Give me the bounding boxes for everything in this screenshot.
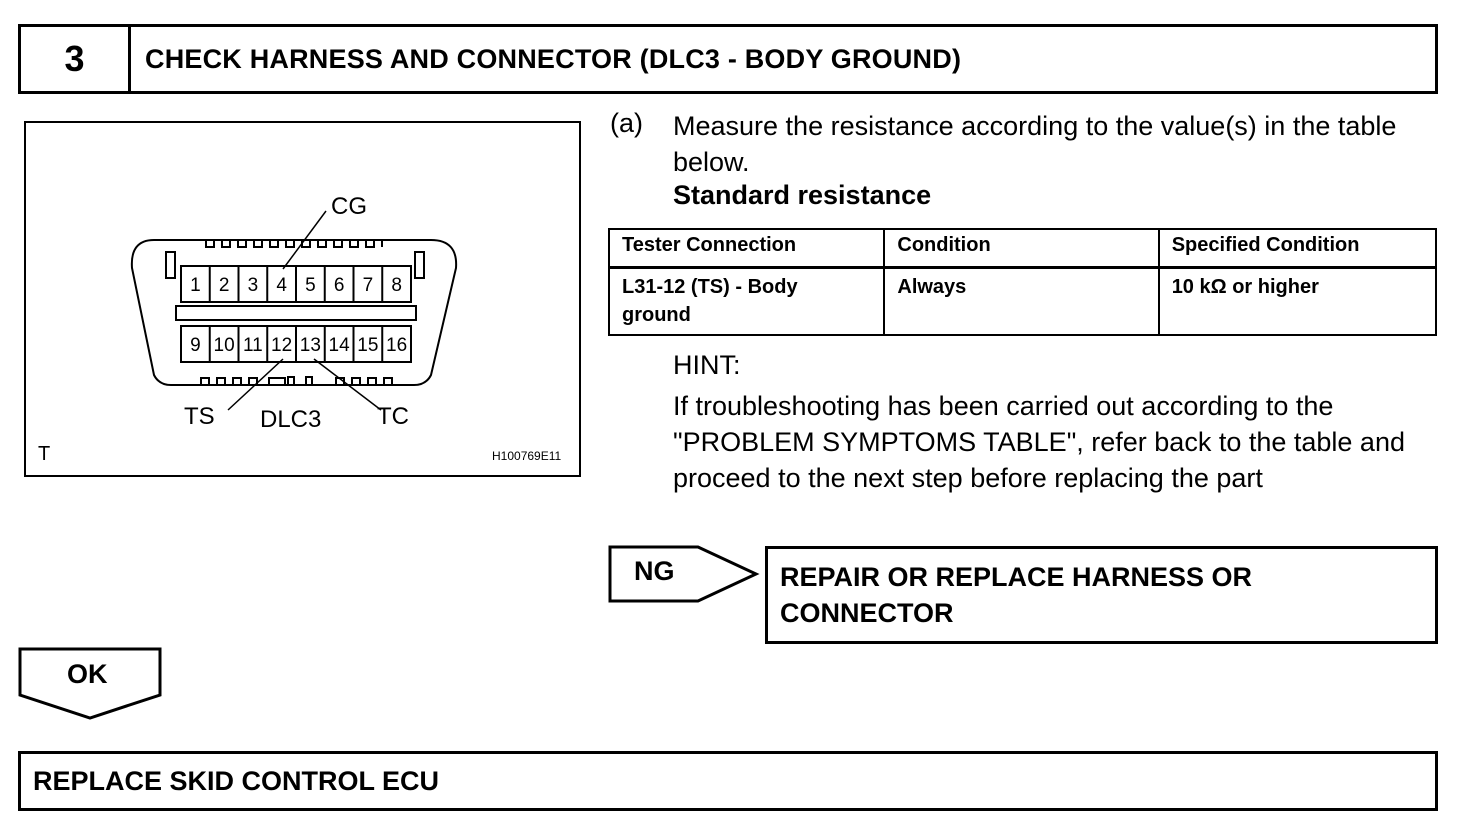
- figure-code: H100769E11: [492, 449, 562, 463]
- hint-title: HINT:: [673, 350, 741, 380]
- pin-label: 15: [357, 335, 378, 356]
- ok-arrow-icon: [18, 647, 162, 720]
- left-latch: [165, 251, 176, 279]
- pin-label: 5: [305, 275, 316, 296]
- resistance-table: Tester Connection Condition Specified Co…: [607, 228, 1438, 336]
- standard-resistance-heading: Standard resistance: [673, 180, 932, 210]
- step-label-a: (a): [610, 108, 643, 138]
- step-number: 3: [21, 27, 131, 91]
- tc-label: TC: [377, 403, 409, 430]
- pin-label: 10: [214, 335, 235, 356]
- pin-label: 3: [248, 275, 259, 296]
- ng-action-box: REPAIR OR REPLACE HARNESS OR CONNECTOR: [765, 546, 1438, 644]
- table-header-row: Tester Connection Condition Specified Co…: [607, 228, 1438, 269]
- step-title: CHECK HARNESS AND CONNECTOR (DLC3 - BODY…: [145, 44, 962, 74]
- cg-leader-line: [282, 210, 327, 270]
- table-header: Tester Connection: [607, 228, 886, 269]
- right-latch: [414, 251, 425, 279]
- pin-label: 16: [386, 335, 407, 356]
- tc-leader-line: [313, 358, 382, 411]
- pin-label: 11: [243, 335, 263, 356]
- table-cell: L31-12 (TS) - Body ground: [607, 266, 886, 336]
- pin-label: 6: [334, 275, 345, 296]
- connector-outline: [130, 239, 458, 386]
- pin-label: 12: [271, 335, 292, 356]
- pin-label: 7: [363, 275, 374, 296]
- ts-leader-line: [227, 358, 284, 411]
- pin-label: 4: [276, 275, 287, 296]
- table-cell: 10 kΩ or higher: [1157, 266, 1438, 336]
- cg-label: CG: [331, 193, 367, 220]
- table-cell: Always: [883, 266, 1160, 336]
- hint-text: If troubleshooting has been carried out …: [673, 391, 1405, 493]
- table-row: L31-12 (TS) - Body ground Always 10 kΩ o…: [607, 266, 1438, 336]
- separator-bar: [175, 305, 417, 321]
- ts-label: TS: [184, 403, 215, 430]
- instruction-text: Measure the resistance according to the …: [673, 111, 1397, 177]
- step-header: 3 CHECK HARNESS AND CONNECTOR (DLC3 - BO…: [18, 24, 1438, 94]
- pin-label: 9: [190, 335, 201, 356]
- ng-arrow-icon: [608, 545, 760, 603]
- connector-bottom-teeth: [200, 376, 393, 386]
- figure-corner-letter: T: [38, 443, 51, 465]
- pin-label: 14: [329, 335, 351, 356]
- ng-label: NG: [634, 556, 675, 586]
- pin-label: 13: [300, 335, 321, 356]
- final-action-box: REPLACE SKID CONTROL ECU: [18, 751, 1438, 811]
- pin-label: 2: [219, 275, 230, 296]
- ok-label: OK: [67, 659, 108, 689]
- dlc3-label: DLC3: [260, 406, 321, 433]
- table-header: Specified Condition: [1157, 228, 1438, 269]
- pin-label: 1: [190, 275, 201, 296]
- pin-label: 8: [391, 275, 402, 296]
- connector-top-teeth: [205, 239, 383, 248]
- table-header: Condition: [883, 228, 1160, 269]
